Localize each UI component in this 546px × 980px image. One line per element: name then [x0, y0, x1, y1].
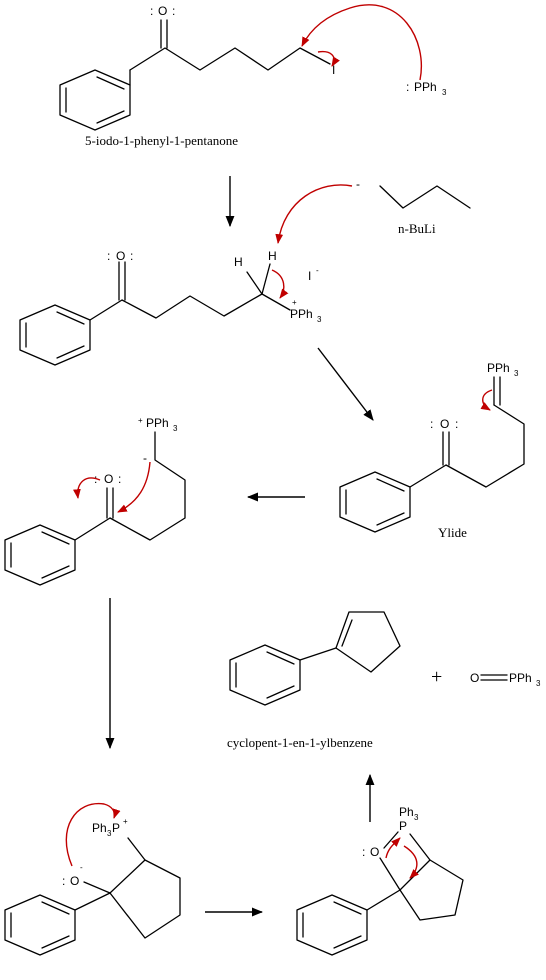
- oxygen-label: O: [158, 4, 167, 18]
- lone-pair: :: [362, 845, 365, 859]
- subscript-3: 3: [173, 424, 178, 433]
- cyclopentane-ring: [109, 859, 181, 939]
- triphenylphosphine: : PPh 3: [406, 80, 447, 97]
- lone-pair: :: [172, 4, 175, 18]
- benzene-ring: [339, 471, 411, 533]
- benzene-ring: [229, 644, 301, 706]
- lone-pair: :: [107, 249, 110, 263]
- carbanion-minus: -: [356, 177, 360, 191]
- product-cyclopentenylbenzene: cyclopent-1-en-1-ylbenzene: [227, 611, 401, 750]
- carbon-chain: [129, 47, 331, 71]
- plus-sign: +: [431, 666, 442, 688]
- subscript-3: 3: [317, 315, 322, 324]
- molecule-iodoketone: : O : I 5-iodo-1-phenyl-1-pentanone: [59, 4, 335, 148]
- oxygen-label: O: [104, 472, 113, 486]
- lone-pair: :: [118, 472, 121, 486]
- molecule-betaine: : O : - + PPh 3: [4, 416, 186, 586]
- reaction-arrow-diagonal: [317, 347, 374, 421]
- n-butyllithium: - n-BuLi: [356, 177, 471, 236]
- oxide-oxygen: O: [70, 874, 79, 888]
- molecule-phosphonium-salt: : O : H H + PPh 3 I -: [19, 249, 322, 366]
- oxygen-label: O: [470, 671, 479, 685]
- pph3-label: PPh: [487, 361, 510, 375]
- electron-arrow-alkoxide-attack: [117, 461, 151, 513]
- triphenylphosphine-oxide: O PPh 3: [470, 671, 541, 688]
- carbon-chain: [121, 293, 291, 319]
- iodide-minus: -: [316, 266, 319, 275]
- benzene-ring: [296, 894, 368, 956]
- lone-pair: :: [62, 874, 65, 888]
- electron-arrow-leaving-iodide: [317, 50, 340, 67]
- base-name: n-BuLi: [398, 221, 436, 236]
- benzene-ring: [4, 894, 76, 956]
- carbanion-minus: -: [143, 451, 147, 465]
- lone-pair: :: [430, 417, 433, 431]
- lone-pair: :: [406, 80, 409, 94]
- benzene-ring: [19, 304, 91, 366]
- oxygen-label: O: [440, 417, 449, 431]
- hydrogen-label: H: [234, 255, 243, 269]
- subscript-3: 3: [442, 88, 447, 97]
- oxide-minus: -: [80, 863, 83, 872]
- benzene-ring: [4, 524, 76, 586]
- electron-arrow-ylide-formation: [271, 269, 289, 299]
- reactant-name: 5-iodo-1-phenyl-1-pentanone: [85, 133, 238, 148]
- molecule-ylide: : O : PPh 3 Ylide: [339, 361, 525, 540]
- molecule-alkoxide-phosphonium: O : - Ph 3 P +: [4, 817, 181, 956]
- four-membered-ring: [379, 831, 431, 891]
- electron-arrow-sn2: [301, 4, 422, 81]
- phosphorus-label: P: [112, 821, 120, 835]
- phosphonium-plus: +: [292, 298, 297, 307]
- cyclopentene-ring: [335, 611, 401, 673]
- oxygen-label: O: [116, 249, 125, 263]
- phosphonium-plus: +: [123, 817, 128, 826]
- ph3-label: Ph: [399, 805, 414, 819]
- lone-pair: :: [150, 4, 153, 18]
- iodide-label: I: [308, 269, 311, 283]
- pph3-label: PPh: [509, 671, 532, 685]
- pph3-label: PPh: [146, 416, 169, 430]
- oxygen-label: O: [370, 845, 379, 859]
- ph3p-label: Ph: [92, 821, 107, 835]
- electron-arrow-po-bond: [385, 837, 401, 859]
- pph3-label: PPh: [414, 80, 437, 94]
- molecule-oxaphosphetane: O : P Ph 3: [296, 805, 464, 956]
- product-name: cyclopent-1-en-1-ylbenzene: [227, 735, 373, 750]
- electron-arrow-deprotonation: [275, 184, 353, 244]
- pph3-label: PPh: [290, 307, 313, 321]
- subscript-3: 3: [514, 369, 519, 378]
- lone-pair: :: [455, 417, 458, 431]
- subscript-3: 3: [414, 813, 419, 822]
- hydrogen-label: H: [268, 249, 277, 263]
- carbon-chain: [445, 404, 525, 488]
- iodine-label: I: [332, 63, 335, 77]
- cyclopentane-ring: [399, 859, 464, 921]
- subscript-3: 3: [107, 829, 112, 838]
- ylide-name: Ylide: [438, 525, 467, 540]
- lone-pair: :: [130, 249, 133, 263]
- carbon-chain: [109, 431, 186, 541]
- electron-arrow-oxaphosphetane-closure: [65, 802, 121, 867]
- electron-arrow-carbonyl-oxygen: [73, 477, 101, 499]
- electron-arrow-ylide-resonance: [480, 389, 493, 411]
- phosphonium-plus: +: [138, 416, 143, 425]
- electron-arrow-alkene-formation: [403, 845, 420, 879]
- benzene-ring: [59, 69, 131, 131]
- phosphorus-label: P: [399, 819, 407, 833]
- subscript-3: 3: [536, 679, 541, 688]
